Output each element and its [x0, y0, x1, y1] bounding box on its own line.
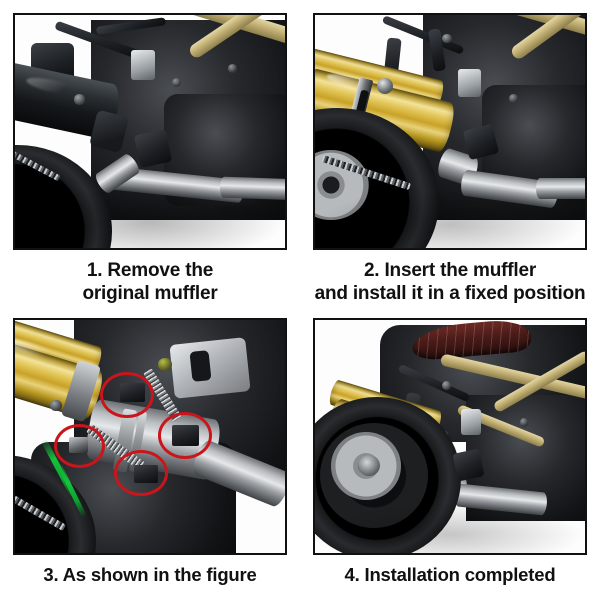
caption-step-2: 2. Insert the muffler and install it in …: [314, 260, 586, 305]
photo-vignette: [315, 187, 585, 248]
photo-step-1-original-muffler: [13, 13, 287, 250]
step-cell-1: 1. Remove the original muffler: [0, 0, 300, 305]
red-circle-lower-spring-hook: [113, 449, 168, 497]
step-cell-3: 3. As shown in the figure: [0, 305, 300, 600]
caption-step-4: 4. Installation completed: [344, 564, 556, 586]
collector-pipe: [536, 178, 585, 200]
photo-vignette: [315, 502, 585, 554]
photo-step-4-installation-completed: [313, 318, 587, 556]
bolt-head-center: [158, 357, 172, 371]
bolt-head-a: [441, 380, 452, 391]
red-circle-upper-spring-hook: [100, 371, 155, 419]
footpeg-bracket: [133, 128, 172, 168]
fluid-reservoir: [460, 408, 482, 435]
bolt-head-left: [50, 399, 62, 412]
bolt-head-c: [228, 63, 237, 73]
red-circle-right-bracket-hook: [158, 412, 213, 459]
photo-vignette: [15, 182, 285, 248]
bolt-head-a: [441, 33, 452, 44]
bolt-head-a: [74, 94, 86, 105]
heel-guard-cutout: [188, 349, 211, 382]
caption-step-1: 1. Remove the original muffler: [82, 260, 218, 305]
red-circle-left-muffler-hook: [54, 424, 106, 469]
step-cell-4: 4. Installation completed: [300, 305, 600, 600]
step-cell-2: 2. Insert the muffler and install it in …: [300, 0, 600, 305]
wheel-hub: [358, 455, 380, 477]
bolt-head-b: [171, 77, 181, 88]
bolt-head-b: [520, 418, 529, 427]
bolt-head-b: [509, 94, 519, 104]
fluid-reservoir: [131, 49, 156, 81]
caption-step-3: 3. As shown in the figure: [43, 564, 257, 586]
photo-step-2-insert-muffler: [313, 13, 587, 250]
photo-step-3-spring-hook-points: [13, 318, 287, 556]
fluid-reservoir: [458, 68, 482, 97]
muffler-mount-bolt: [377, 77, 394, 95]
